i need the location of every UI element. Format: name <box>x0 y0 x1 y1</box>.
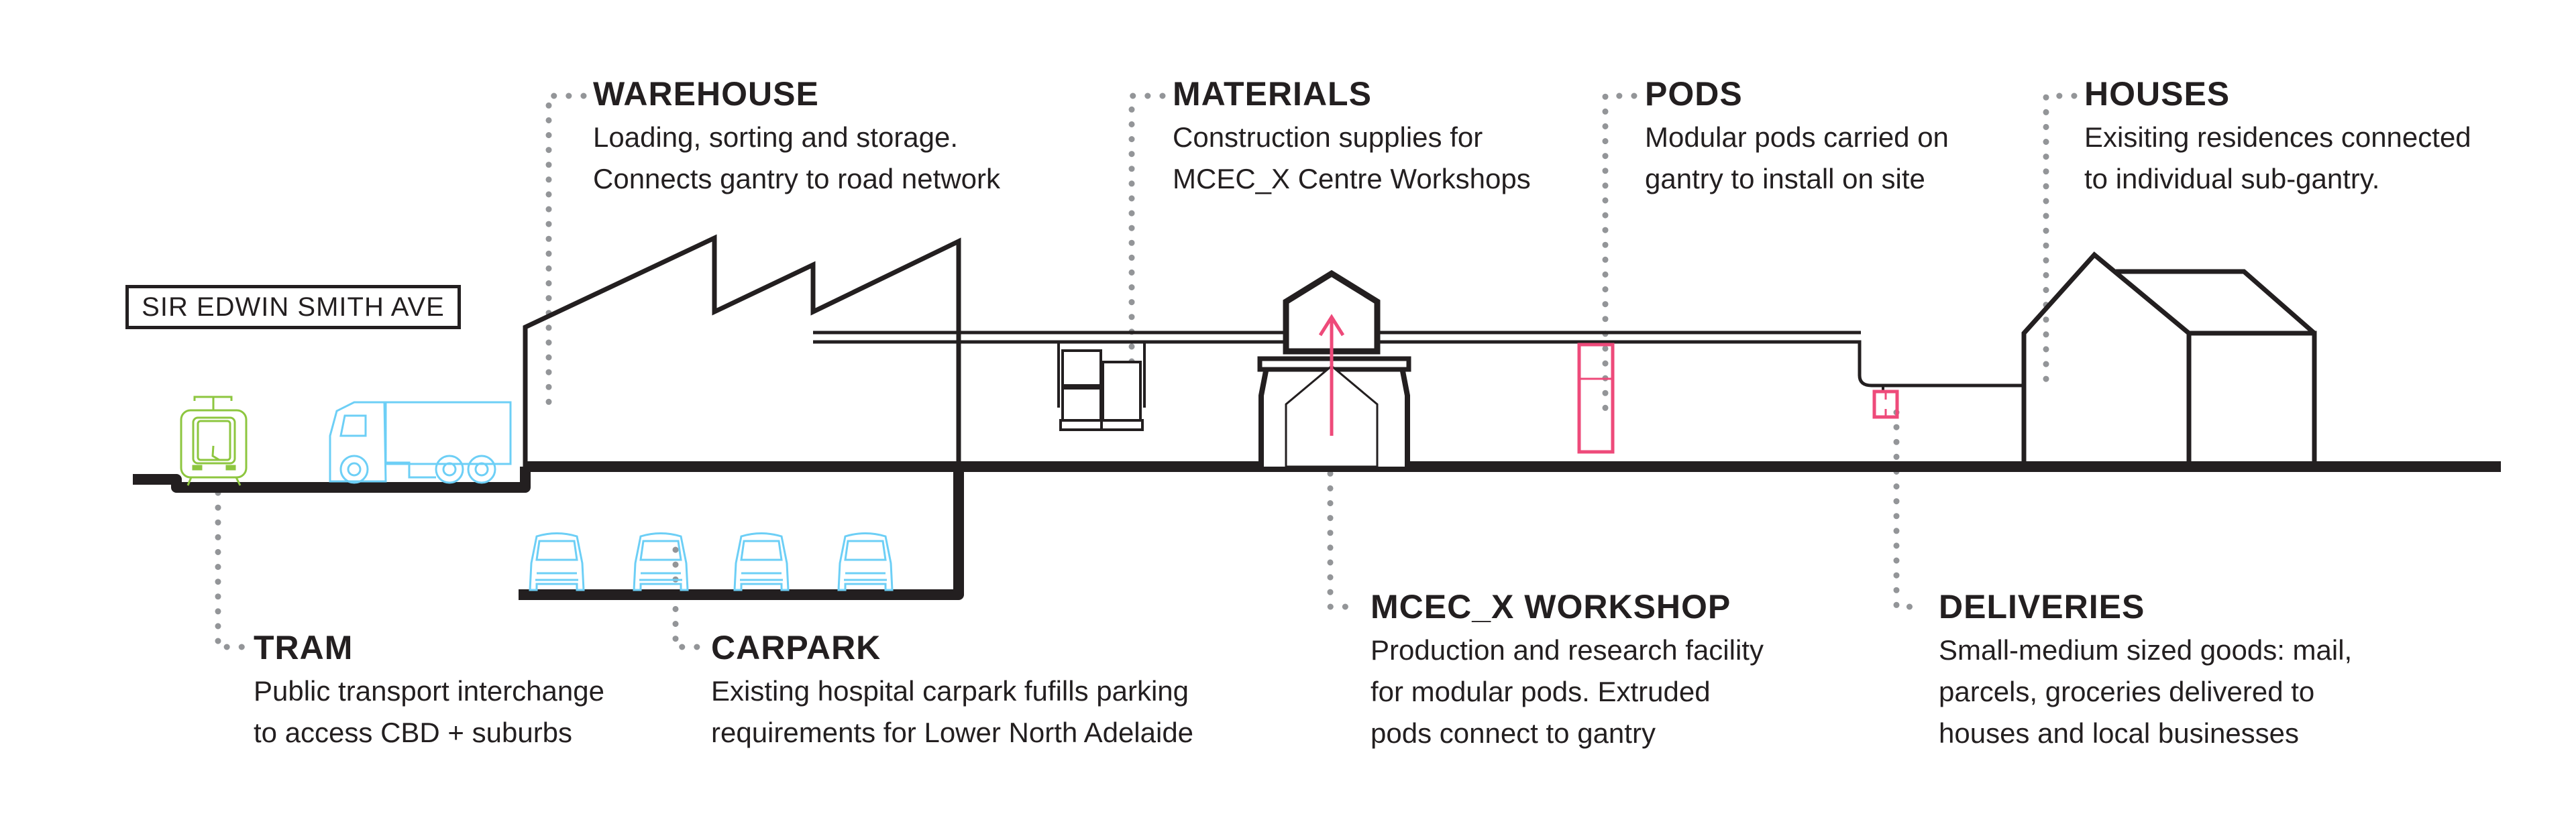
house-building <box>2021 251 2317 467</box>
leader-warehouse <box>545 93 587 412</box>
label-workshop: MCEC_X WORKSHOP Production and research … <box>1371 587 1764 754</box>
label-text: Existing hospital carpark fufills parkin… <box>711 675 1194 748</box>
label-title: WAREHOUSE <box>593 75 819 113</box>
truck-icon <box>329 401 512 484</box>
label-text: Loading, sorting and storage.Connects ga… <box>593 121 1000 194</box>
ground <box>133 461 2501 600</box>
leader-workshop <box>1327 426 1362 610</box>
leader-deliveries <box>1893 409 1926 610</box>
label-title: HOUSES <box>2084 75 2231 113</box>
pod-icon <box>1577 343 1615 454</box>
workshop-building <box>1257 270 1411 468</box>
leader-tram <box>215 489 248 650</box>
delivery-pod-icon <box>1872 386 1899 419</box>
ground-line-tram <box>133 467 531 493</box>
gantry <box>813 331 2024 388</box>
label-warehouse: WAREHOUSE Loading, sorting and storage.C… <box>593 74 1000 200</box>
car-icon <box>529 532 585 591</box>
materials-crate-icon <box>1057 342 1146 431</box>
leader-materials <box>1128 93 1166 412</box>
label-carpark: CARPARK Existing hospital carpark fufill… <box>711 628 1193 754</box>
leader-carpark <box>672 546 706 650</box>
label-title: CARPARK <box>711 629 881 666</box>
pod-extrusion-arrow-icon <box>1318 314 1345 436</box>
tram-icon <box>180 396 248 486</box>
carpark-floor <box>519 467 964 600</box>
leader-pods <box>1602 93 1638 412</box>
label-title: MATERIALS <box>1173 75 1372 113</box>
car-icon <box>837 532 894 591</box>
car-icon <box>633 532 689 591</box>
label-title: PODS <box>1645 75 1743 113</box>
label-deliveries: DELIVERIES Small-medium sized goods: mai… <box>1939 587 2352 754</box>
leader-houses <box>2043 93 2078 396</box>
warehouse-building <box>523 234 961 467</box>
label-title: DELIVERIES <box>1939 588 2145 626</box>
street-sign: SIR EDWIN SMITH AVE <box>125 285 461 329</box>
label-text: Small-medium sized goods: mail,parcels, … <box>1939 634 2353 749</box>
car-icon <box>733 532 790 591</box>
leader-lines <box>215 93 2078 650</box>
label-title: TRAM <box>254 629 354 666</box>
label-title: MCEC_X WORKSHOP <box>1371 588 1731 626</box>
parked-cars <box>529 532 894 591</box>
